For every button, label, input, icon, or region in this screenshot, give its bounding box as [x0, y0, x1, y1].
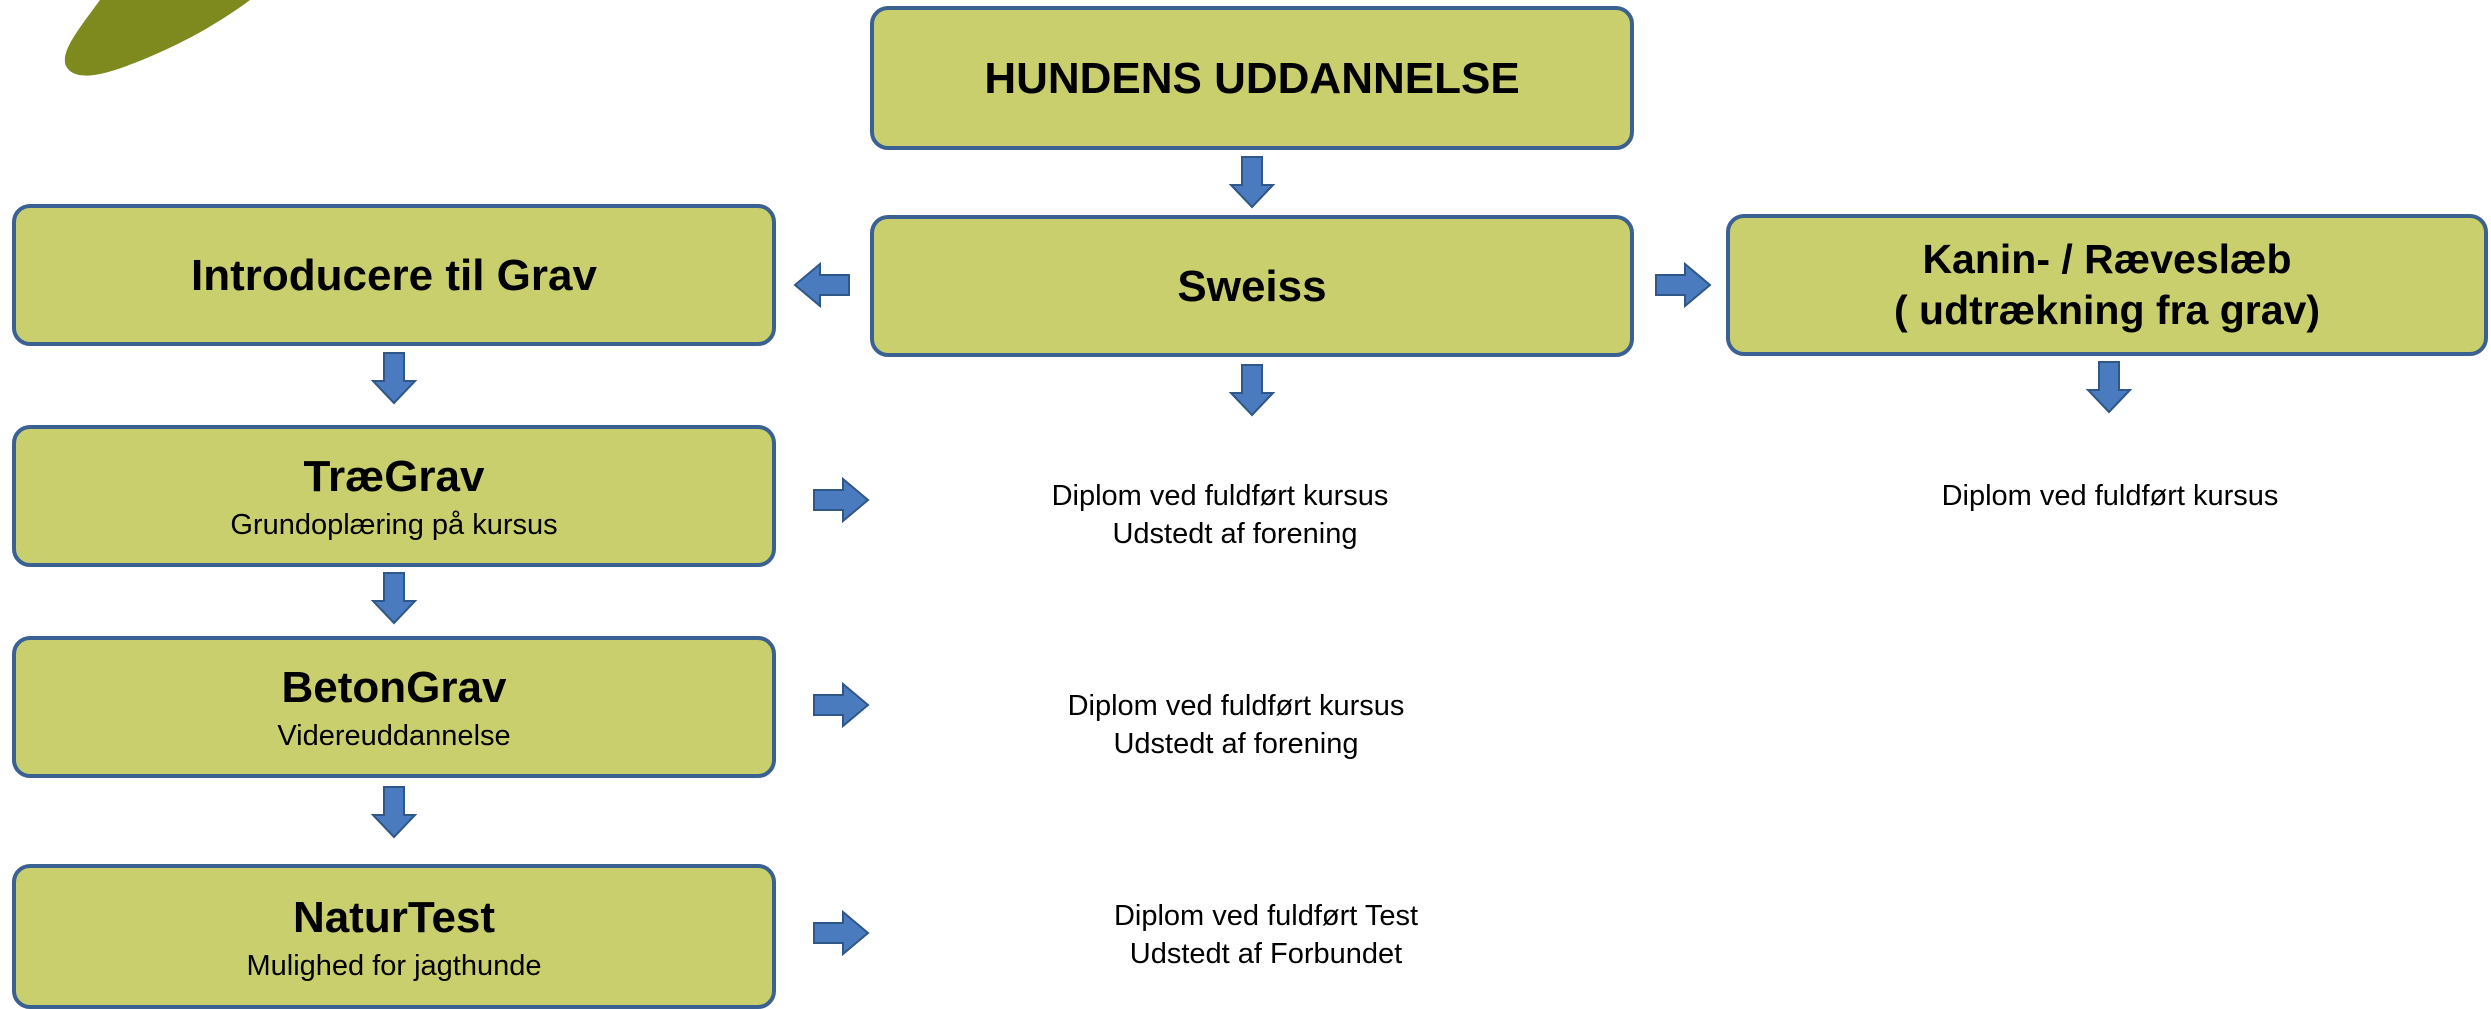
box-title: TræGrav — [303, 452, 485, 502]
box-title: Sweiss — [1177, 261, 1327, 311]
box-title: Introducere til Grav — [191, 250, 597, 300]
right-arrow-icon — [813, 910, 870, 956]
down-arrow-icon — [370, 572, 418, 625]
box-title: Kanin- / Ræveslæb ( udtrækning fra grav) — [1894, 235, 2320, 333]
outcome-note-betongrav: Diplom ved fuldført kursus Udstedt af fo… — [1016, 687, 1456, 763]
outcome-note-naturtest: Diplom ved fuldført Test Udstedt af Forb… — [1046, 897, 1486, 973]
leaf-shape-path — [64, 0, 250, 76]
outcome-line-2: Udstedt af Forbundet — [1129, 938, 1403, 970]
down-arrow-icon — [1228, 156, 1276, 209]
box-naturtest: NaturTest Mulighed for jagthunde — [12, 864, 776, 1009]
box-traegrav: TræGrav Grundoplæring på kursus — [12, 425, 776, 567]
outcome-note-kanin: Diplom ved fuldført kursus — [1890, 477, 2330, 515]
left-arrow-icon — [793, 262, 850, 308]
box-sweiss: Sweiss — [870, 215, 1634, 357]
box-introducere-til-grav: Introducere til Grav — [12, 204, 776, 346]
decorative-leaf-shape — [64, 0, 250, 76]
box-subtitle: Mulighed for jagthunde — [246, 949, 542, 982]
down-arrow-icon — [370, 786, 418, 839]
box-hundens-uddannelse: HUNDENS UDDANNELSE — [870, 6, 1634, 150]
outcome-line-1: Diplom ved fuldført kursus — [1051, 480, 1389, 512]
down-arrow-icon — [2085, 361, 2133, 414]
right-arrow-icon — [1655, 262, 1712, 308]
box-betongrav: BetonGrav Videreuddannelse — [12, 636, 776, 778]
box-title: HUNDENS UDDANNELSE — [984, 53, 1520, 103]
box-title: BetonGrav — [281, 663, 507, 713]
right-arrow-icon — [813, 477, 870, 523]
outcome-line-2: Udstedt af forening — [1112, 518, 1358, 550]
right-arrow-icon — [813, 682, 870, 728]
box-subtitle: Grundoplæring på kursus — [230, 509, 558, 542]
down-arrow-icon — [1228, 364, 1276, 417]
outcome-line-1: Diplom ved fuldført Test — [1113, 900, 1419, 932]
box-subtitle: Videreuddannelse — [277, 720, 511, 753]
outcome-line-1: Diplom ved fuldført kursus — [1941, 480, 2279, 512]
box-title: NaturTest — [292, 892, 496, 942]
outcome-note-traegrav: Diplom ved fuldført kursus Udstedt af fo… — [1000, 477, 1440, 553]
outcome-line-1: Diplom ved fuldført kursus — [1067, 690, 1405, 722]
box-kanin-raeveslaeb: Kanin- / Ræveslæb ( udtrækning fra grav) — [1726, 214, 2488, 356]
down-arrow-icon — [370, 352, 418, 405]
outcome-line-2: Udstedt af forening — [1113, 728, 1359, 760]
